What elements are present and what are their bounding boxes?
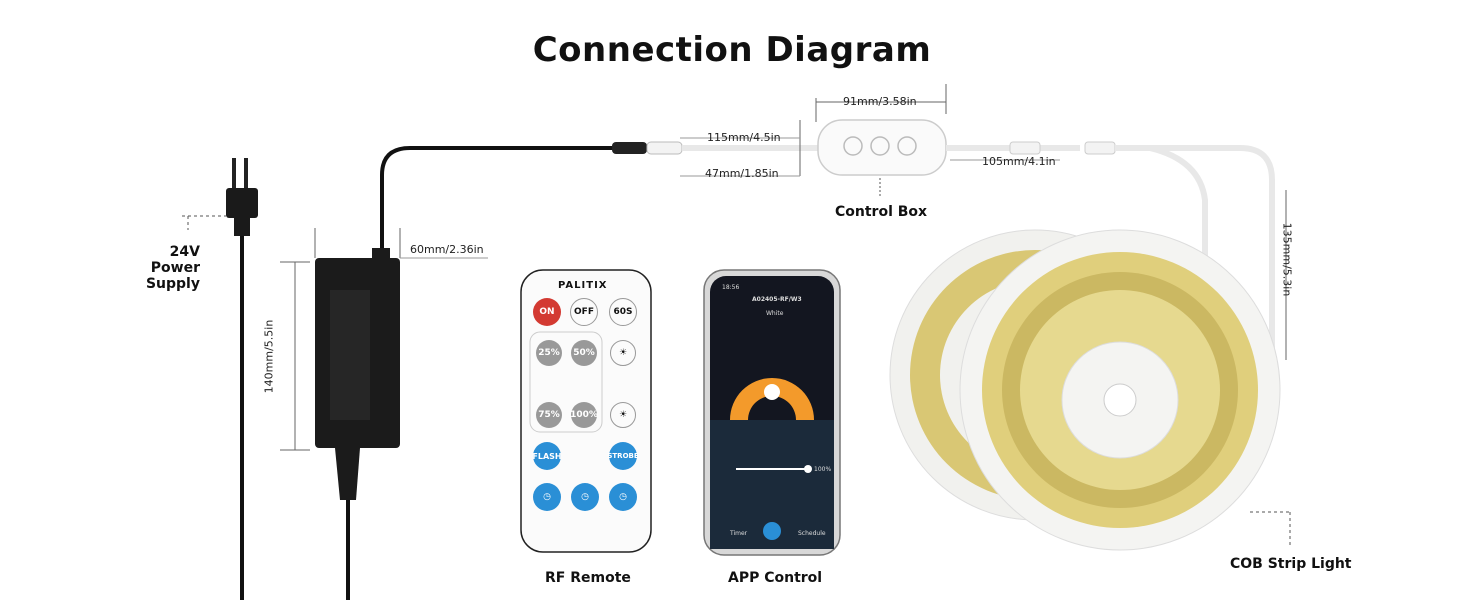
remote-timer-button[interactable]: 60S [609,298,637,326]
timer-15-icon[interactable]: ◷ [533,483,561,511]
dim-lead-out: 105mm/4.1in [982,155,1056,168]
app-control-label: APP Control [728,570,823,586]
phone-device-name: A02405-RF/W3 [752,296,802,303]
brightness-down-button[interactable]: ☀ [610,402,636,428]
plug-icon [226,158,258,236]
phone-mode: White [766,310,784,317]
timer-30-icon[interactable]: ◷ [571,483,599,511]
page-title: Connection Diagram [532,30,932,70]
brightness-up-button[interactable]: ☀ [610,340,636,366]
remote-strobe-button[interactable]: STROBE [607,442,639,470]
remote-on-button[interactable]: ON [533,298,561,326]
remote-off-button[interactable]: OFF [570,298,598,326]
remote-flash-button[interactable]: FLASH [532,442,562,470]
control-box [817,119,947,176]
rf-remote-label: RF Remote [545,570,631,586]
phone-tab-timer[interactable]: Timer [730,530,748,537]
power-supply-label: 24V Power Supply [145,244,200,292]
remote-75-button[interactable]: 75% [536,402,562,428]
dim-control-box-height: 47mm/1.85in [705,167,779,180]
cob-strip-label: COB Strip Light [1230,556,1352,572]
dim-adapter-height: 140mm/5.5in [262,319,276,394]
phone-time: 18:56 [722,284,740,291]
control-box-label: Control Box [835,204,928,220]
power-icon[interactable] [763,522,781,540]
cob-strip-reel [889,229,1281,551]
dim-control-box-width: 91mm/3.58in [843,95,917,108]
dim-adapter-width: 60mm/2.36in [410,243,484,256]
timer-60-icon[interactable]: ◷ [609,483,637,511]
remote-brand: PALITIX [558,280,608,291]
phone-brightness: 100% [814,466,832,473]
brightness-ring [730,378,814,420]
dim-strip-lead: 135mm/5.3in [1280,222,1294,297]
remote-25-button[interactable]: 25% [536,340,562,366]
remote-50-button[interactable]: 50% [571,340,597,366]
dim-lead-in: 115mm/4.5in [707,131,781,144]
remote-100-button[interactable]: 100% [570,402,598,428]
phone-tab-schedule[interactable]: Schedule [798,530,826,537]
power-adapter [315,248,400,500]
